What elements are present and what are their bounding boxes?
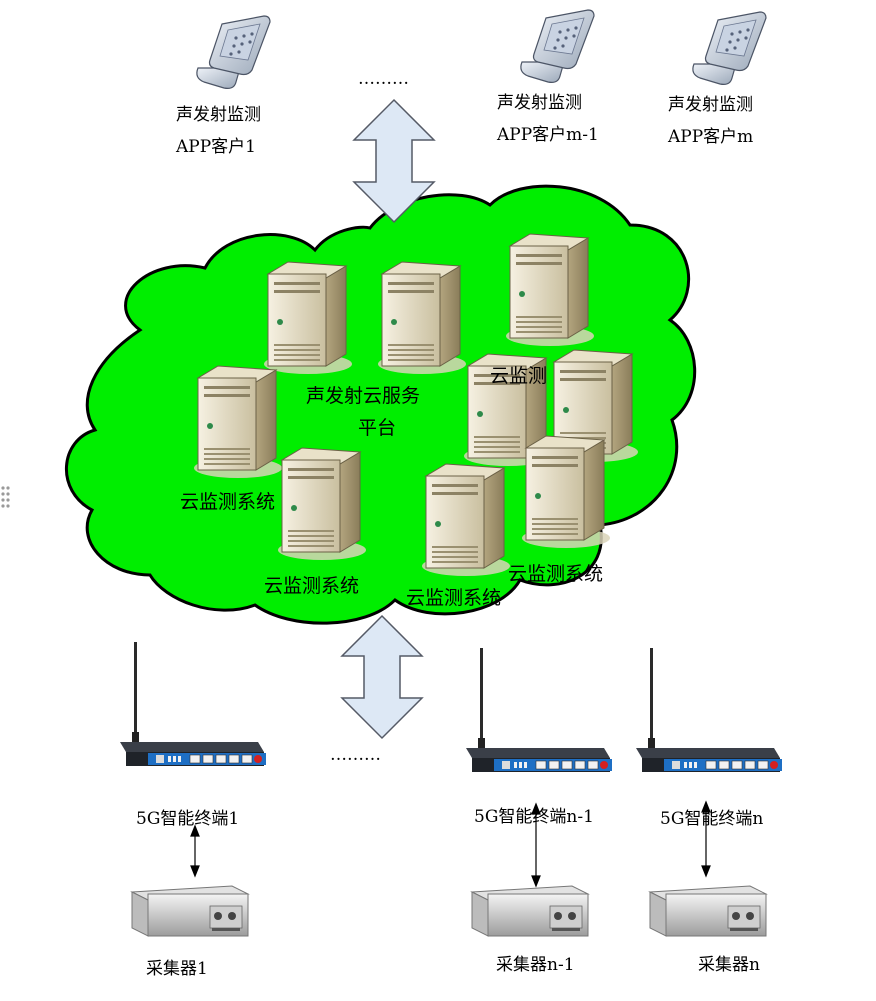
router-icon [465, 647, 613, 773]
terminal-collector-links [190, 800, 711, 888]
terminal-label: 5G智能终端n-1 [474, 807, 594, 827]
collector-icon [471, 885, 589, 937]
double-arrow-icon [341, 615, 423, 739]
monitor-label: 云监测系统 [180, 491, 275, 513]
phone-icon [692, 11, 767, 86]
router-icon [119, 641, 267, 767]
server-icon [505, 233, 595, 347]
platform-label-line1: 声发射云服务 [306, 385, 420, 407]
collector-label: 采集器1 [146, 959, 208, 979]
server-icon [193, 365, 283, 479]
client-label-line1: 声发射监测 [176, 105, 261, 125]
terminal-label: 5G智能终端n [660, 809, 763, 829]
collector-label: 采集器n-1 [496, 955, 575, 975]
router-icon [635, 647, 783, 773]
server-icon [421, 463, 511, 577]
ellipsis-top: ……… [358, 69, 409, 89]
client-label-line1: 声发射监测 [497, 93, 582, 113]
collector-label: 采集器n [698, 955, 760, 975]
server-icon [277, 447, 367, 561]
collector-icon [649, 885, 767, 937]
platform-label-line2: 平台 [358, 417, 396, 439]
server-icon [521, 435, 611, 549]
monitor-label: 云监测 [490, 365, 547, 387]
monitor-label: 云监测系统 [508, 563, 603, 585]
monitor-label: 云监测系统 [406, 587, 501, 609]
terminal-label: 5G智能终端1 [136, 809, 239, 829]
client-label-line2: APP客户m [667, 127, 753, 147]
monitor-label: 云监测系统 [264, 575, 359, 597]
collector-icon [131, 885, 249, 937]
server-icon [263, 261, 353, 375]
drag-handle-icon [1, 486, 10, 508]
client-label-line2: APP客户1 [175, 137, 256, 157]
server-icon [377, 261, 467, 375]
client-label-line2: APP客户m-1 [496, 125, 599, 145]
ellipsis-bottom: ……… [330, 745, 381, 765]
phone-icon [196, 15, 271, 90]
client-label-line1: 声发射监测 [668, 95, 753, 115]
phone-icon [520, 9, 595, 84]
